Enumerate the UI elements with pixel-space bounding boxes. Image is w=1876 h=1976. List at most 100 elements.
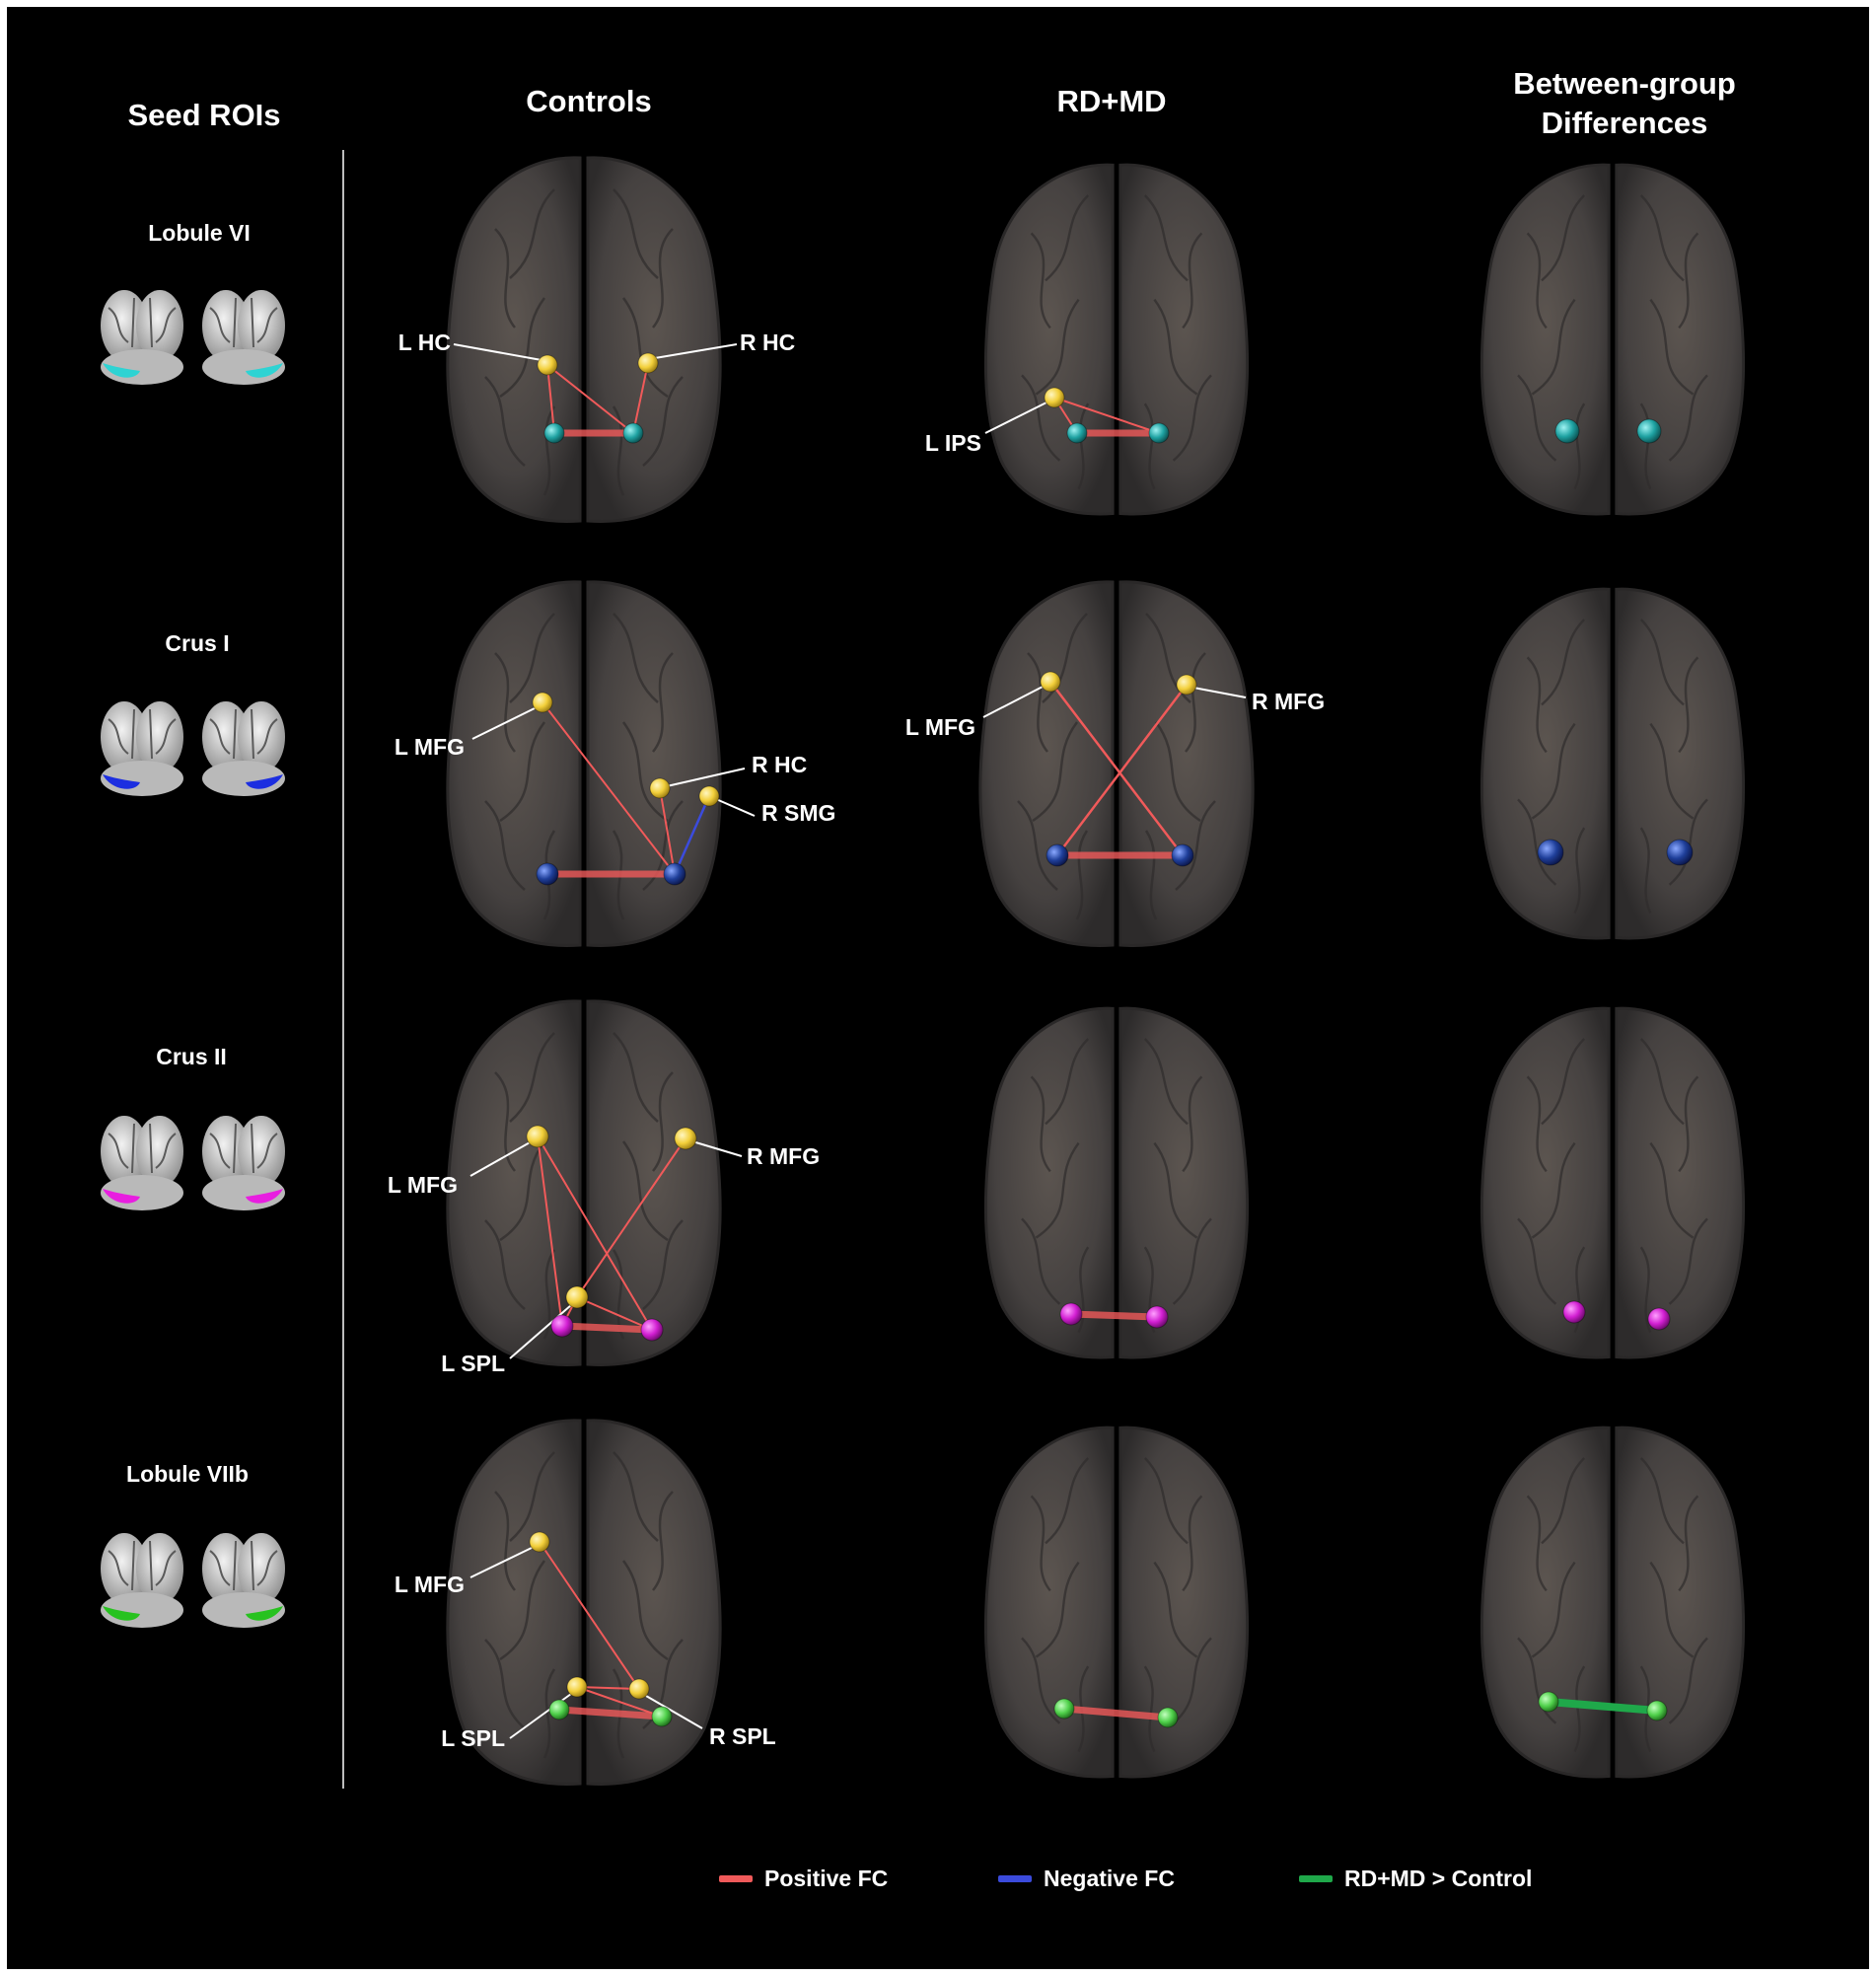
legend-negative-fc: Negative FC: [998, 1866, 1175, 1892]
brain-gyrus: [1182, 232, 1203, 329]
seed-cortex-left: [101, 1533, 148, 1604]
brain-between-crus-i: [1479, 587, 1746, 940]
brain-gyrus: [1077, 1246, 1090, 1334]
node-controls-c1-l-mfg: [532, 692, 553, 713]
seed-roi-highlight: [246, 1189, 283, 1204]
brain-gyrus: [1027, 652, 1048, 753]
node-controls-lvi-r-hc: [637, 352, 659, 374]
seed-sulci: [209, 1123, 278, 1174]
brain-hemisphere: [446, 156, 582, 523]
node-between-lvi-seed-right: [1636, 418, 1662, 444]
brain-gyrus: [1573, 403, 1586, 490]
brain-gyrus: [542, 1668, 556, 1759]
brain-gyrus: [1531, 1141, 1576, 1239]
brain-gyrus: [1021, 1637, 1061, 1724]
brain-gyrus: [1030, 1495, 1051, 1592]
seed-roi-view-lobule-viib-1: [101, 1533, 183, 1628]
label-controls-c2-l-spl: L SPL: [441, 1351, 505, 1376]
edge-controls-l7b-seed: [555, 1706, 666, 1720]
brain-gyrus: [1035, 1141, 1080, 1239]
label-controls-c1-l-mfg: L MFG: [395, 734, 465, 760]
leader-controls-c2-l-spl: [509, 1304, 572, 1359]
brain-gyrus: [1526, 232, 1548, 329]
node-controls-l7b-seed-right: [651, 1706, 673, 1727]
brain-hemisphere: [1479, 163, 1611, 516]
seed-roi-view-crus-ii-1: [101, 1116, 183, 1210]
seed-roi-view-crus-ii-2: [202, 1116, 285, 1210]
edge-controls-lvi-lhc-rseed: [546, 364, 634, 434]
node-between-lvi-seed-left: [1554, 418, 1580, 444]
seed-roi-view-crus-i-2: [202, 701, 285, 796]
brain-hemisphere: [586, 1419, 722, 1786]
brain-gyrus: [1075, 830, 1089, 920]
brain-hemisphere: [1118, 1006, 1250, 1359]
seed-cortex-left: [101, 701, 148, 772]
seed-roi-view-lobule-vi-1: [101, 290, 183, 385]
label-controls-l7b-r-spl: R SPL: [709, 1723, 776, 1749]
brain-gyrus: [621, 1140, 669, 1242]
brain-gyrus: [652, 1071, 674, 1172]
seed-roi-view-lobule-vi-2: [202, 290, 285, 385]
brain-controls-lobule-vi: [446, 156, 722, 523]
legend-swatch-group-diff: [1299, 1875, 1333, 1882]
header-between-group: Between-group Differences: [1457, 64, 1792, 143]
brain-gyrus: [542, 405, 556, 496]
brain-gyrus: [1182, 1495, 1203, 1592]
brain-gyrus: [1678, 1495, 1699, 1592]
node-controls-c2-l-spl: [565, 1285, 589, 1309]
brain-gyrus: [1035, 1561, 1080, 1658]
seed-name-lobule-vi: Lobule VI: [148, 220, 251, 246]
node-controls-c1-r-smg: [698, 785, 720, 807]
brain-gyrus: [1678, 232, 1699, 329]
brain-gyrus: [1017, 800, 1058, 891]
brain-gyrus: [1668, 1637, 1708, 1724]
brain-gyrus: [484, 1219, 526, 1310]
node-controls-lvi-seed-left: [543, 422, 565, 444]
brain-gyrus: [1678, 656, 1699, 754]
brain-gyrus: [1143, 1665, 1156, 1753]
node-controls-l7b-l-mfg: [529, 1531, 550, 1553]
brain-gyrus: [1649, 1561, 1695, 1658]
leader-controls-c1-l-mfg: [471, 706, 538, 740]
seed-cortex-left: [202, 1116, 250, 1187]
brain-gyrus: [1517, 1217, 1557, 1305]
brain-gyrus: [1032, 721, 1079, 823]
seed-name-lobule-viib: Lobule VIIb: [126, 1461, 249, 1487]
label-controls-l7b-l-mfg: L MFG: [395, 1572, 465, 1597]
leader-controls-c2-r-mfg: [691, 1140, 743, 1157]
header-controls: Controls: [526, 84, 652, 118]
brain-between-lobule-vi: [1479, 163, 1746, 516]
node-between-l7b-seed-right: [1646, 1700, 1668, 1721]
brain-gyrus: [1639, 403, 1652, 490]
brain-gyrus: [621, 297, 669, 399]
edge-controls-l7b-lspl-rspl: [576, 1686, 640, 1690]
node-controls-c1-seed-left: [536, 862, 559, 886]
seed-sulci: [209, 297, 278, 348]
node-between-c2-seed-right: [1647, 1307, 1671, 1331]
seed-sulci: [108, 297, 177, 348]
edge-controls-c1-rsmg: [673, 794, 711, 876]
header-seed-rois: Seed ROIs: [127, 98, 281, 132]
leader-controls-l7b-l-mfg: [469, 1546, 535, 1578]
brain-gyrus: [1172, 1217, 1212, 1305]
brain-gyrus: [621, 721, 669, 823]
brain-gyrus: [499, 1140, 546, 1242]
node-rdmd-lvi-seed-right: [1148, 422, 1170, 444]
brain-gyrus: [1021, 374, 1061, 462]
node-rdmd-lvi-seed-left: [1066, 422, 1088, 444]
brain-hemisphere: [978, 580, 1115, 947]
brain-hemisphere: [1118, 580, 1255, 947]
brain-gyrus: [613, 188, 659, 279]
edge-controls-lvi-lhc-lseed: [546, 364, 555, 434]
seed-sulci: [209, 1540, 278, 1591]
edge-controls-l7b-lspl-rseed: [576, 1686, 663, 1718]
brain-gyrus: [1143, 1457, 1189, 1545]
brain-gyrus: [1144, 830, 1158, 920]
leader-rdmd-c1-l-mfg: [982, 685, 1046, 718]
seed-cortex-right: [238, 1116, 285, 1187]
brain-controls-crus-i: [446, 580, 722, 947]
brain-rdmd-crus-ii: [983, 1006, 1250, 1359]
node-controls-c2-seed-left: [550, 1314, 574, 1338]
seed-name-crus-ii: Crus II: [156, 1044, 227, 1069]
